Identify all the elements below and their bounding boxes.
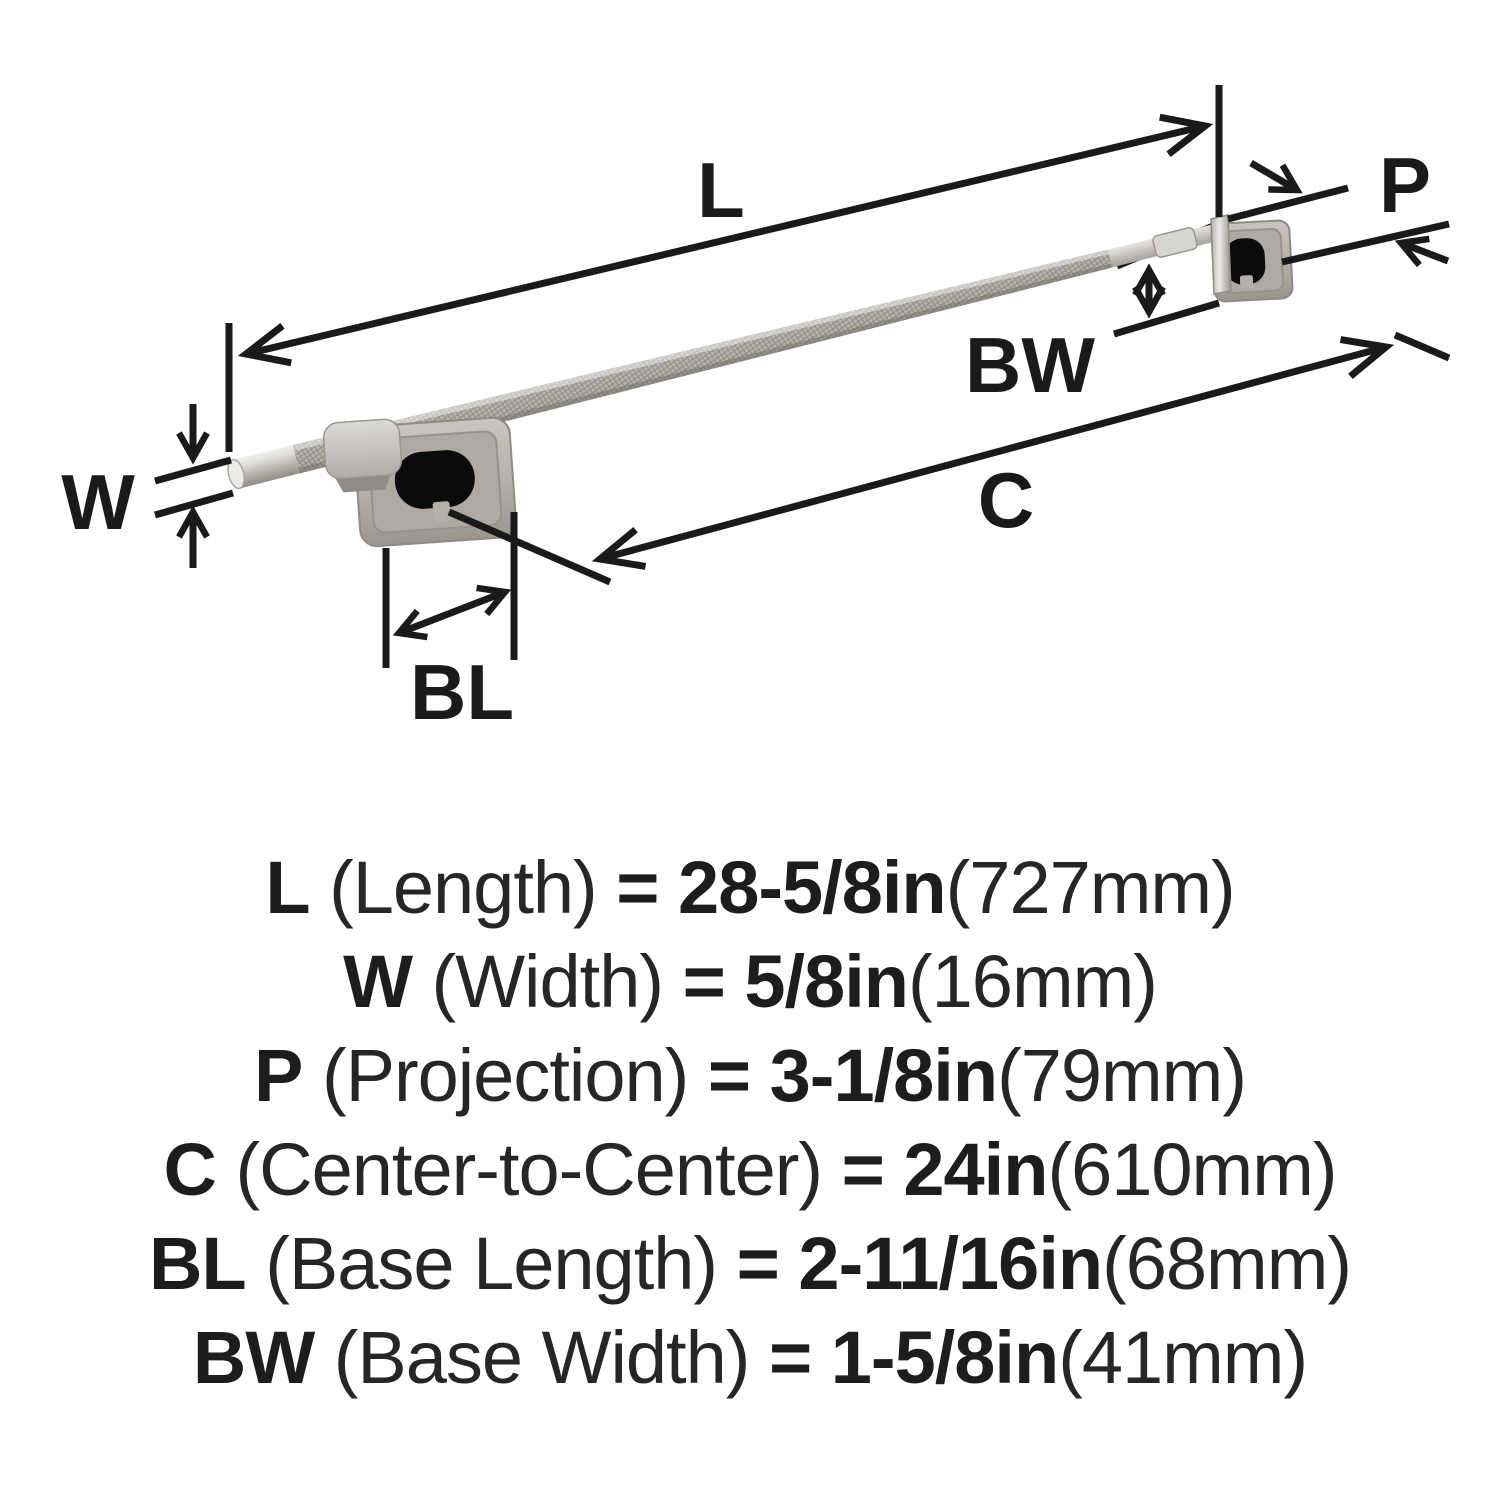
spec-code: BW [192, 1316, 315, 1399]
spec-equals: = [736, 1222, 780, 1305]
diagram-labels: L W P C BL BW [61, 141, 1431, 736]
c-dimension-line [591, 336, 1395, 570]
rod-ferrule [1152, 227, 1198, 258]
spec-name: (Center-to-Center) [235, 1128, 824, 1211]
l-dimension-line [237, 113, 1214, 367]
spec-metric: (41mm) [1058, 1316, 1308, 1399]
c-left-tick [447, 508, 612, 586]
p-arrow-lower [1394, 235, 1450, 268]
spec-equals: = [682, 940, 726, 1023]
spec-equals: = [707, 1034, 751, 1117]
right-base-tab [1239, 275, 1254, 290]
towel-bar-product [227, 214, 1294, 548]
right-mount-post [1210, 214, 1232, 295]
left-rod-saddle [322, 418, 403, 480]
spec-imperial: 3-1/8in [769, 1034, 998, 1117]
w-lower-tick [154, 489, 234, 519]
spec-equals: = [768, 1316, 812, 1399]
spec-name: (Base Width) [333, 1316, 751, 1399]
left-mount-base [322, 416, 517, 548]
spec-name: (Base Length) [265, 1222, 718, 1305]
right-mount-hole [1224, 238, 1266, 285]
p-upper-reference [1227, 184, 1349, 223]
spec-metric: (16mm) [907, 940, 1158, 1023]
right-mount-assembly [1210, 214, 1294, 303]
spec-imperial: 1-5/8in [830, 1316, 1059, 1399]
label-p: P [1379, 141, 1431, 229]
spec-imperial: 2-11/16in [798, 1222, 1103, 1305]
spec-metric: (68mm) [1102, 1222, 1352, 1305]
label-l: L [697, 146, 745, 234]
spec-equals: = [841, 1128, 885, 1211]
spec-metric: (727mm) [945, 846, 1236, 929]
spec-line-center-to-center: C (Center-to-Center) = 24in(610mm) [0, 1123, 1500, 1217]
label-bw: BW [965, 321, 1095, 409]
spec-name: (Projection) [321, 1034, 689, 1117]
spec-line-projection: P (Projection) = 3-1/8in(79mm) [0, 1029, 1500, 1123]
spec-code: C [163, 1128, 217, 1211]
rod-end-cap [227, 458, 245, 490]
spec-code: W [343, 940, 413, 1023]
w-upper-tick [154, 456, 232, 485]
c-right-tick [1393, 331, 1451, 362]
spec-line-length: L (Length) = 28-5/8in(727mm) [0, 841, 1500, 935]
spec-imperial: 24in [903, 1128, 1048, 1211]
spec-imperial: 5/8in [744, 940, 909, 1023]
spec-line-base-length: BL (Base Length) = 2-11/16in(68mm) [0, 1217, 1500, 1311]
right-mount-base [1210, 219, 1294, 303]
p-lower-reference [1281, 220, 1450, 266]
dimension-lines [154, 85, 1451, 668]
label-c: C [978, 456, 1034, 544]
spec-code: P [254, 1034, 303, 1117]
spec-metric: (610mm) [1047, 1128, 1337, 1211]
spec-metric: (79mm) [997, 1034, 1247, 1117]
label-w: W [61, 458, 135, 546]
spec-code: L [265, 846, 310, 929]
spec-line-width: W (Width) = 5/8in(16mm) [0, 935, 1500, 1029]
spec-code: BL [149, 1222, 247, 1305]
bw-lower-tick [1113, 299, 1220, 338]
dimension-spec-list: L (Length) = 28-5/8in(727mm) W (Width) =… [0, 841, 1500, 1405]
spec-line-base-width: BW (Base Width) = 1-5/8in(41mm) [0, 1311, 1500, 1405]
spec-name: (Width) [431, 940, 664, 1023]
p-arrow-upper [1249, 159, 1303, 194]
spec-name: (Length) [329, 846, 598, 929]
spec-equals: = [616, 846, 659, 929]
label-bl: BL [410, 648, 514, 736]
bl-dimension-line [392, 584, 512, 641]
left-base-tab [432, 501, 451, 522]
spec-imperial: 28-5/8in [678, 846, 947, 929]
left-mount-hole [394, 450, 475, 509]
